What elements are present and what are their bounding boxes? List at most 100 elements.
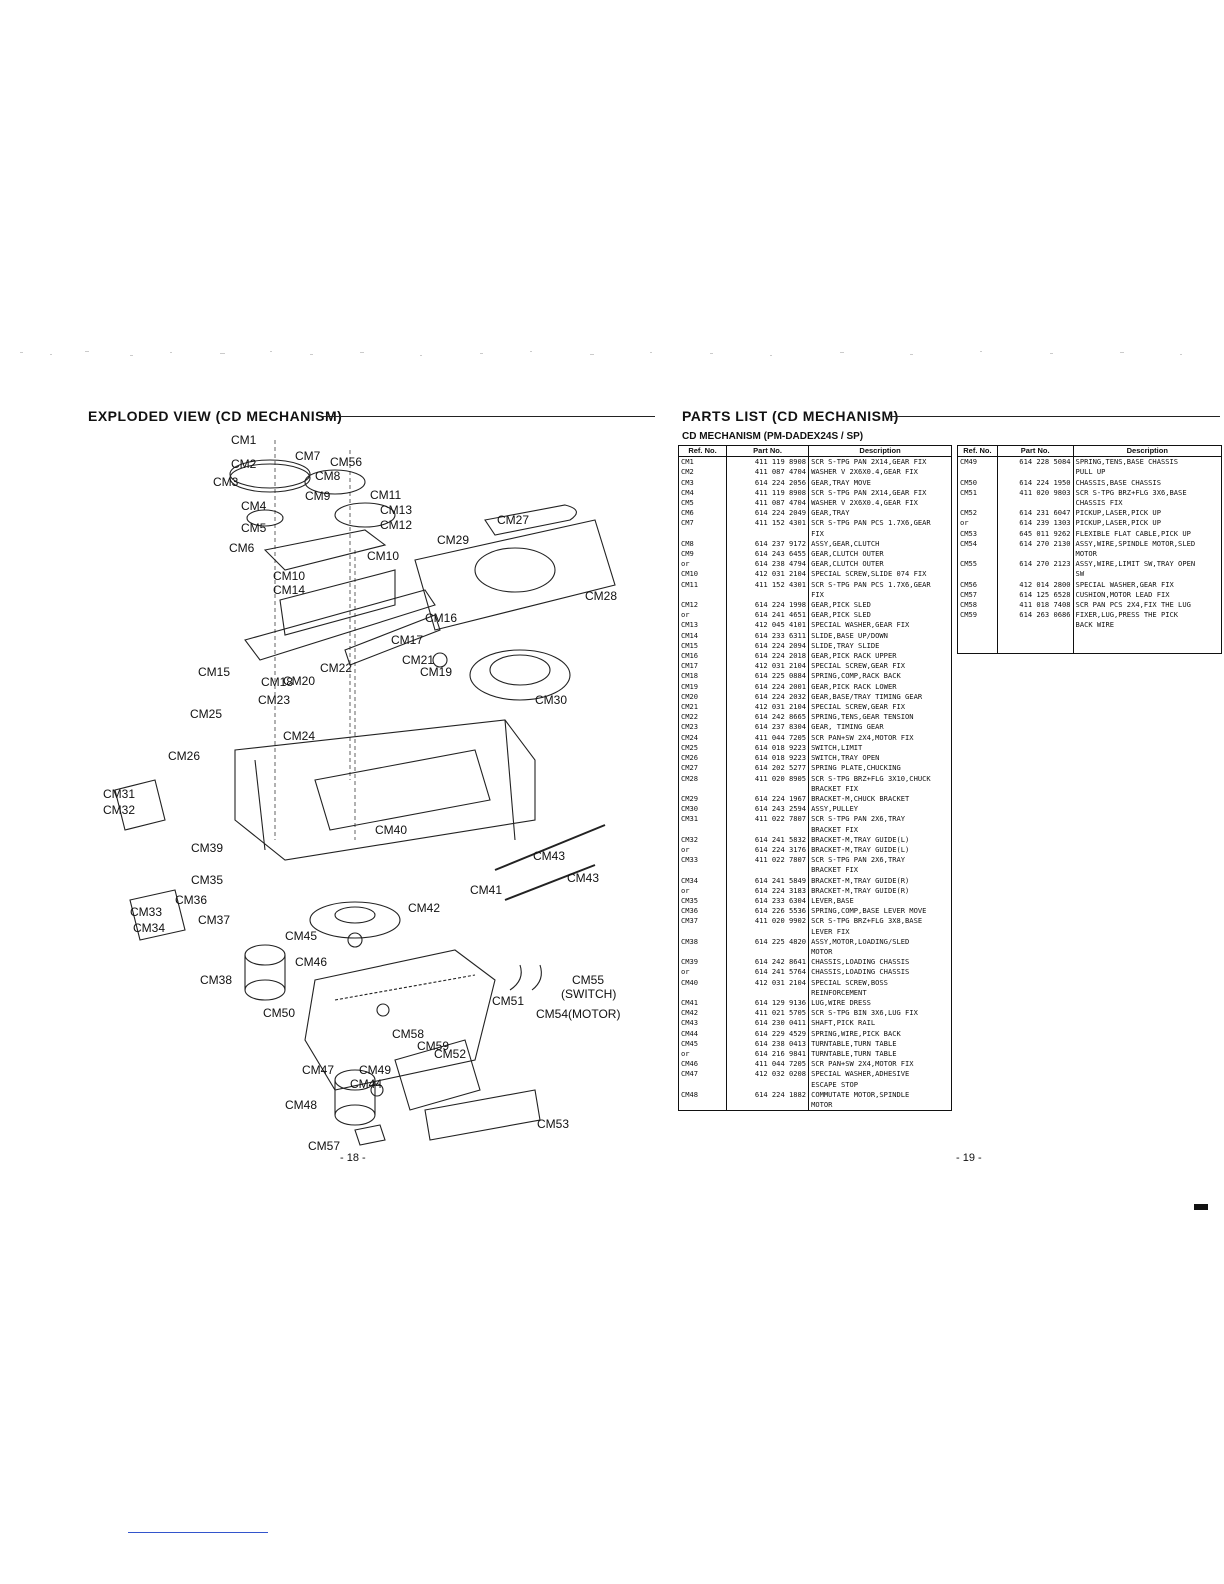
description-cell: GEAR,PICK SLED	[808, 600, 952, 611]
description-cell: CUSHION,MOTOR LEAD FIX	[1072, 589, 1223, 601]
part-callout-label: CM12	[380, 518, 412, 532]
part-callout-label: CM10	[367, 549, 399, 563]
ref-no-cell: CM47	[677, 1069, 728, 1090]
part-no-cell: 411 020 9902	[726, 916, 810, 937]
part-no-cell: 614 239 1303	[996, 518, 1074, 529]
part-no-cell: 614 242 8665	[726, 712, 810, 723]
ref-no-cell: CM59	[957, 610, 998, 631]
description-cell: SCR S-TPG PAN PCS 1.7X6,GEAR FIX	[808, 579, 952, 601]
part-callout-label: CM24	[283, 729, 315, 743]
part-no-cell: 614 202 5277	[726, 763, 810, 774]
part-callout-label: CM3	[213, 475, 239, 489]
part-no-cell: 614 224 2049	[726, 508, 810, 519]
part-callout-label: CM50	[263, 1006, 295, 1020]
description-cell: GEAR,TRAY MOVE	[808, 477, 952, 488]
parts-list-subtitle: CD MECHANISM (PM-DADEX24S / SP)	[682, 431, 864, 442]
description-cell: SPRING,TENS,BASE CHASSIS PULL UP	[1072, 456, 1223, 478]
description-cell: SCR PAN+SW 2X4,MOTOR FIX	[808, 732, 952, 743]
ref-no-cell: CM45	[677, 1038, 728, 1049]
ref-no-cell: CM6	[677, 508, 728, 519]
part-no-cell: 411 022 7807	[726, 855, 810, 876]
part-callout-label: CM35	[191, 873, 223, 887]
ref-no-cell: CM4	[677, 487, 728, 499]
description-cell: TURNTABLE,TURN TABLE	[808, 1038, 952, 1049]
part-callout-label: CM1	[231, 433, 257, 447]
ref-no-cell: CM46	[677, 1059, 728, 1070]
ref-no-cell: CM2	[677, 467, 728, 478]
description-cell: SPRING,WIRE,PICK BACK	[808, 1028, 952, 1039]
description-cell: SCR S-TPG PAN 2X6,TRAY BRACKET FIX	[808, 855, 952, 876]
part-no-cell: 614 225 0884	[726, 671, 810, 682]
part-callout-label: CM8	[315, 469, 341, 483]
part-no-cell: 614 233 6304	[726, 895, 810, 907]
part-no-cell: 614 224 2032	[726, 691, 810, 703]
part-callout-label: CM5	[241, 521, 267, 535]
page-number-right: - 19 -	[956, 1152, 982, 1164]
empty-cell	[1072, 630, 1223, 654]
description-cell: SPRING PLATE,CHUCKING	[808, 763, 952, 774]
title-rule-right	[890, 416, 1220, 417]
part-no-cell: 614 229 4529	[726, 1028, 810, 1039]
part-callout-label: CM53	[537, 1117, 569, 1131]
ref-no-cell: CM56	[957, 579, 998, 590]
part-no-cell: 411 087 4704	[726, 498, 810, 509]
description-cell: ASSY,PULLEY	[808, 804, 952, 815]
description-cell: SWITCH,TRAY OPEN	[808, 753, 952, 764]
description-cell: BRACKET-M,TRAY GUIDE(R)	[808, 885, 952, 896]
part-no-cell: 614 233 6311	[726, 630, 810, 641]
part-callout-label: CM16	[425, 611, 457, 625]
description-cell: SPECIAL SCREW,GEAR FIX	[808, 661, 952, 672]
description-cell: SPECIAL SCREW,GEAR FIX	[808, 702, 952, 713]
description-cell: SPRING,COMP,RACK BACK	[808, 671, 952, 682]
part-no-cell: 411 018 7408	[996, 600, 1074, 611]
part-callout-label: CM31	[103, 787, 135, 801]
part-no-cell: 412 014 2800	[996, 579, 1074, 590]
part-callout-label: CM23	[258, 693, 290, 707]
part-callout-label: CM32	[103, 803, 135, 817]
ref-no-cell: or	[957, 518, 998, 529]
ref-no-cell: CM19	[677, 681, 728, 692]
description-cell: SCR S-TPG PAN 2X14,GEAR FIX	[808, 456, 952, 468]
part-callout-label: CM52	[434, 1047, 466, 1061]
part-no-cell: 614 224 3183	[726, 885, 810, 896]
description-cell: WASHER V 2X6X0.4,GEAR FIX	[808, 498, 952, 509]
ref-no-cell: CM17	[677, 661, 728, 672]
part-no-cell: 614 225 4820	[726, 936, 810, 958]
description-cell: FLEXIBLE FLAT CABLE,PICK UP	[1072, 528, 1223, 539]
title-rule-left	[323, 416, 655, 417]
ref-no-cell: CM33	[677, 855, 728, 876]
part-no-cell: 411 044 7205	[726, 732, 810, 743]
ref-no-cell: or	[677, 559, 728, 570]
exploded-view-title: EXPLODED VIEW (CD MECHANISM)	[88, 408, 343, 424]
part-no-cell: 411 087 4704	[726, 467, 810, 478]
ref-no-cell: CM31	[677, 814, 728, 835]
part-no-cell: 614 216 9841	[726, 1048, 810, 1060]
part-callout-label: CM36	[175, 893, 207, 907]
ref-no-cell: or	[677, 885, 728, 896]
part-callout-label: CM7	[295, 449, 321, 463]
part-callout-label: CM22	[320, 661, 352, 675]
description-cell: ASSY,WIRE,SPINDLE MOTOR,SLED MOTOR	[1072, 538, 1223, 560]
part-callout-label: CM51	[492, 994, 524, 1008]
part-no-cell: 614 224 2018	[726, 651, 810, 662]
ref-no-cell: CM20	[677, 691, 728, 703]
ref-no-cell: CM55	[957, 559, 998, 580]
